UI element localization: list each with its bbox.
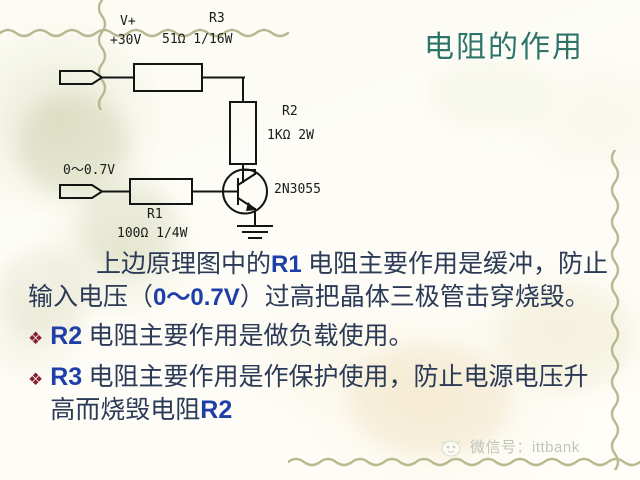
paragraph-seg3: ）过高把晶体三极管击穿烧毁。 — [239, 284, 590, 311]
bullet-diamond-icon: ❖ — [28, 329, 44, 348]
circuit-svg — [59, 63, 273, 239]
border-wave-right-vertical — [610, 150, 620, 470]
bullet-text-r2: R2 电阻主要作用是做负载使用。 — [50, 320, 413, 353]
bullet-item-r2: ❖ R2 电阻主要作用是做负载使用。 — [28, 320, 608, 355]
supply-terminal-icon — [59, 70, 104, 85]
blotch — [430, 60, 550, 130]
supply-label-value: +30V — [110, 33, 142, 48]
watermark-text: 微信号：ittbank — [470, 439, 580, 456]
bullet-highlight-r2-tail: R2 — [200, 396, 233, 424]
page-title: 电阻的作用 — [424, 31, 584, 64]
slide-body: 上边原理图中的R1 电阻主要作用是缓冲，防止输入电压（0～0.7V）过高把晶体三… — [28, 248, 608, 427]
r3-name-label: R3 — [209, 11, 225, 26]
bullet-body-r2: 电阻主要作用是做负载使用。 — [82, 323, 414, 350]
r1-value-label: 100Ω 1/4W — [117, 226, 188, 241]
resistor-r2-symbol — [229, 101, 257, 165]
bullet-highlight-r2: R2 — [50, 322, 83, 350]
bullet-highlight-r3: R3 — [50, 363, 83, 391]
r2-name-label: R2 — [282, 104, 298, 119]
input-terminal-icon — [59, 184, 104, 199]
bullet-text-r3: R3 电阻主要作用是作保护使用，防止电源电压升高而烧毁电阻R2 — [50, 361, 608, 427]
paragraph-highlight-voltage: 0～0.7V — [153, 284, 240, 311]
resistor-r1-symbol — [129, 178, 193, 205]
emitter-arrow-icon — [246, 202, 256, 211]
input-voltage-label: 0～0.7V — [63, 163, 116, 178]
r2-value-label: 1KΩ 2W — [267, 128, 314, 143]
bullet-item-r3: ❖ R3 电阻主要作用是作保护使用，防止电源电压升高而烧毁电阻R2 — [28, 361, 608, 427]
r1-name-label: R1 — [147, 207, 163, 222]
circuit-schematic: V+ +30V R3 51Ω 1/16W R2 1KΩ 2W 0～0.7V R1… — [52, 4, 412, 244]
paragraph-seg1: 上边原理图中的 — [96, 251, 272, 278]
watermark: 微信号：ittbank — [438, 436, 580, 457]
bullet-body-r3: 电阻主要作用是作保护使用，防止电源电压升高而烧毁电阻 — [50, 364, 589, 424]
r3-value-label: 51Ω 1/16W — [162, 32, 233, 47]
paragraph-seg2: 电阻主要作用是缓冲，防止输入电压（ — [28, 251, 608, 311]
bullet-diamond-icon: ❖ — [28, 370, 44, 389]
transistor-label: 2N3055 — [274, 182, 321, 197]
supply-label-top: V+ — [120, 14, 136, 29]
paragraph-r1: 上边原理图中的R1 电阻主要作用是缓冲，防止输入电压（0～0.7V）过高把晶体三… — [28, 248, 608, 314]
resistor-r3-symbol — [133, 63, 203, 92]
paragraph-highlight-r1: R1 — [271, 251, 302, 278]
cartoon-face-icon — [441, 440, 461, 456]
